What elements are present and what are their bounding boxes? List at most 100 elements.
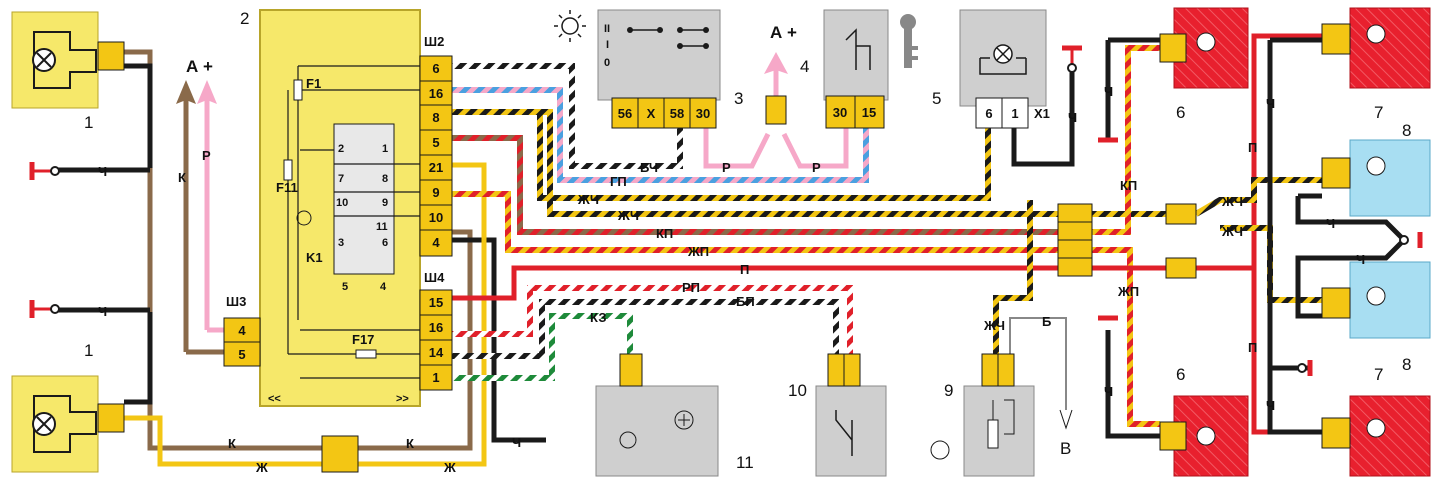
lamp-icon [1196,426,1216,446]
svg-text:2: 2 [338,143,344,155]
fuse-label: F1 [306,76,321,91]
svg-text:4: 4 [238,323,246,338]
svg-text:5: 5 [238,347,245,362]
wire-label-zhp: ЖП [1117,284,1139,299]
wire-label-r: Р [722,160,731,175]
lamp-indicator-icon [619,431,637,449]
relay-label: K1 [306,250,323,265]
svg-text:11: 11 [376,221,388,233]
svg-text:21: 21 [429,160,443,175]
headlamp-bottom [11,375,125,473]
hazard-relay: 6 1 [959,9,1047,129]
svg-text:7: 7 [338,173,344,185]
wire-label-zhch: ЖЧ [983,318,1005,333]
svg-text:4: 4 [380,281,387,293]
lamp-indicator-icon [296,210,312,226]
lamp-icon [1196,32,1216,52]
tail-lamp-top [1321,7,1431,89]
svg-text:5: 5 [432,135,439,150]
power-arrow-icon [764,52,788,125]
fuse-label: F17 [352,332,374,347]
wire-label-ch: Ч [98,164,107,179]
supply-label: А + [186,57,213,76]
wire-label-ch: Ч [1266,96,1275,111]
wire-label-ch: Ч [1068,110,1077,125]
connector-sh2: 6 16 8 5 21 9 10 4 [419,55,453,257]
wire-label-ch: Ч [1356,252,1365,267]
component-label: 3 [734,89,743,108]
svg-text:1: 1 [382,143,388,155]
svg-text:0: 0 [604,57,610,69]
lamp-icon [1366,286,1386,306]
svg-text:5: 5 [342,281,348,293]
svg-text:10: 10 [336,197,348,209]
side-repeater-top [1159,7,1249,89]
svg-text:X: X [647,106,656,121]
wire-label-ch: Ч [1104,84,1113,99]
svg-text:II: II [604,23,610,35]
rear-lamp-bottom [1321,261,1431,339]
wire-label-p: П [1248,140,1257,155]
arrow-down-icon [1059,409,1073,430]
connector-label: Ш2 [424,34,444,49]
wire-label-zhch: ЖЧ [577,192,599,207]
sun-icon [554,10,586,42]
connector-sh4: 15 16 14 1 [419,289,453,391]
wire-label-r: Р [202,148,211,163]
ground-symbol [29,300,60,318]
component-label: 6 [1176,103,1185,122]
component-label: 8 [1402,355,1411,374]
connector-label: Ш3 [226,294,246,309]
wire-label-zh: Ж [255,460,268,475]
wire-label-b: Б [1042,314,1051,329]
svg-text:3: 3 [338,237,344,249]
wire-label-bch: БЧ [640,160,658,175]
svg-text:8: 8 [382,173,388,185]
svg-text:14: 14 [429,345,444,360]
wire-connector [321,435,359,473]
ignition-switch: 30 15 [823,9,889,129]
svg-text:9: 9 [432,185,439,200]
wire-label-k: К [178,170,186,185]
fuse-label: F11 [276,180,298,195]
fuse-f11 [283,159,293,181]
component-label: 5 [932,89,941,108]
wire-label-ch: Ч [512,435,521,450]
wire-label-ch: Ч [1104,384,1113,399]
fuse-f1 [293,79,303,101]
light-switch: II I 0 56 X 58 30 [597,9,721,129]
component-label: 7 [1374,103,1383,122]
resistor-icon [987,419,999,449]
block-number: 2 [240,9,249,28]
rear-lamp-top [1321,139,1431,217]
component-label: 7 [1374,365,1383,384]
wire-label-bp: БП [736,294,755,309]
svg-text:I: I [606,39,609,51]
svg-text:6: 6 [382,237,388,249]
svg-text:56: 56 [618,106,632,121]
component-label: 11 [736,453,754,472]
lamp-icon [1366,156,1386,176]
component-label: 10 [788,381,807,400]
arrow-right-icon: >> [396,393,409,405]
key-icon [900,14,918,68]
wire-label-r: Р [812,160,821,175]
wire-label-ch: Ч [1266,398,1275,413]
svg-text:16: 16 [429,86,443,101]
wire-label-k: К [406,436,414,451]
svg-text:30: 30 [833,105,847,120]
wires [54,33,1408,467]
ground-symbol [29,162,60,180]
svg-text:6: 6 [432,61,439,76]
wire-label-kp: КП [1120,178,1137,193]
connector-label: X1 [1034,106,1050,121]
led-icon [674,410,694,430]
wire-label-p: П [1248,340,1257,355]
wire-junction-block [1057,203,1197,279]
connector-sh3: 4 5 [223,317,261,367]
relay-k1 [333,123,395,275]
power-arrow-icon [176,80,217,104]
wire-label-kp: КП [656,226,673,241]
component-label: 6 [1176,365,1185,384]
